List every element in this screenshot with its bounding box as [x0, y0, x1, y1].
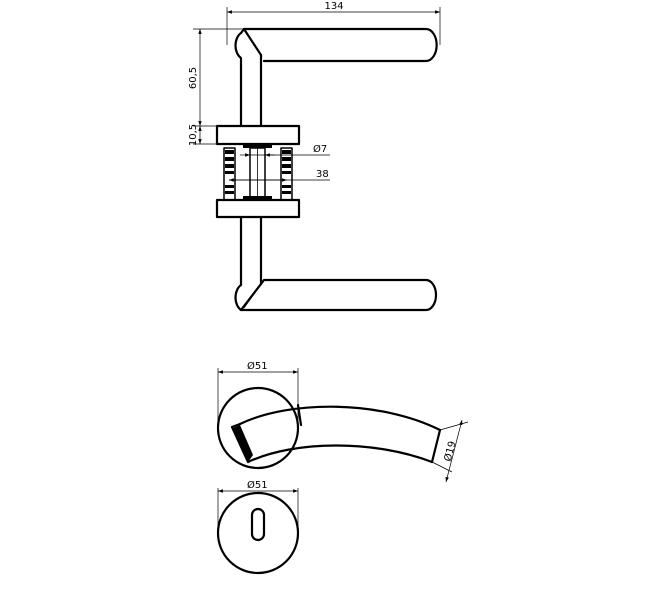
- dimension-spindle-7: Ø7: [240, 143, 330, 157]
- dim-10-5-label: 10,5: [188, 124, 199, 146]
- keyhole: [250, 507, 266, 542]
- dimension-rose-51: Ø51: [217, 360, 299, 430]
- rose-circle: [216, 386, 300, 470]
- dimension-134: 134: [226, 1, 441, 45]
- dim-grip-19-label: Ø19: [442, 440, 459, 463]
- dimension-escutcheon-51: Ø51: [217, 479, 299, 535]
- spindle-assembly: [223, 147, 293, 201]
- lower-rose: [215, 196, 301, 219]
- dim-rose-51-label: Ø51: [247, 360, 268, 372]
- dimension-38: 38: [229, 169, 330, 182]
- dim-60-5-label: 60,5: [188, 67, 199, 89]
- upper-lever: [234, 27, 438, 127]
- dim-38-label: 38: [316, 169, 329, 180]
- dim-134-label: 134: [324, 1, 343, 12]
- escutcheon-circle: [216, 491, 300, 575]
- dim-escutcheon-51-label: Ø51: [247, 479, 268, 491]
- front-view-lever: Ø51 Ø19: [216, 360, 469, 483]
- front-view-escutcheon: Ø51: [216, 479, 300, 575]
- dimension-grip-19: Ø19: [431, 419, 469, 483]
- dimension-60-5: 60,5: [188, 28, 244, 127]
- upper-rose: [215, 124, 301, 148]
- lower-lever: [234, 216, 438, 312]
- side-view: 134 60,5 10,5 Ø7 38: [188, 1, 441, 312]
- dimension-10-5: 10,5: [188, 124, 217, 146]
- dim-7-label: Ø7: [313, 143, 327, 155]
